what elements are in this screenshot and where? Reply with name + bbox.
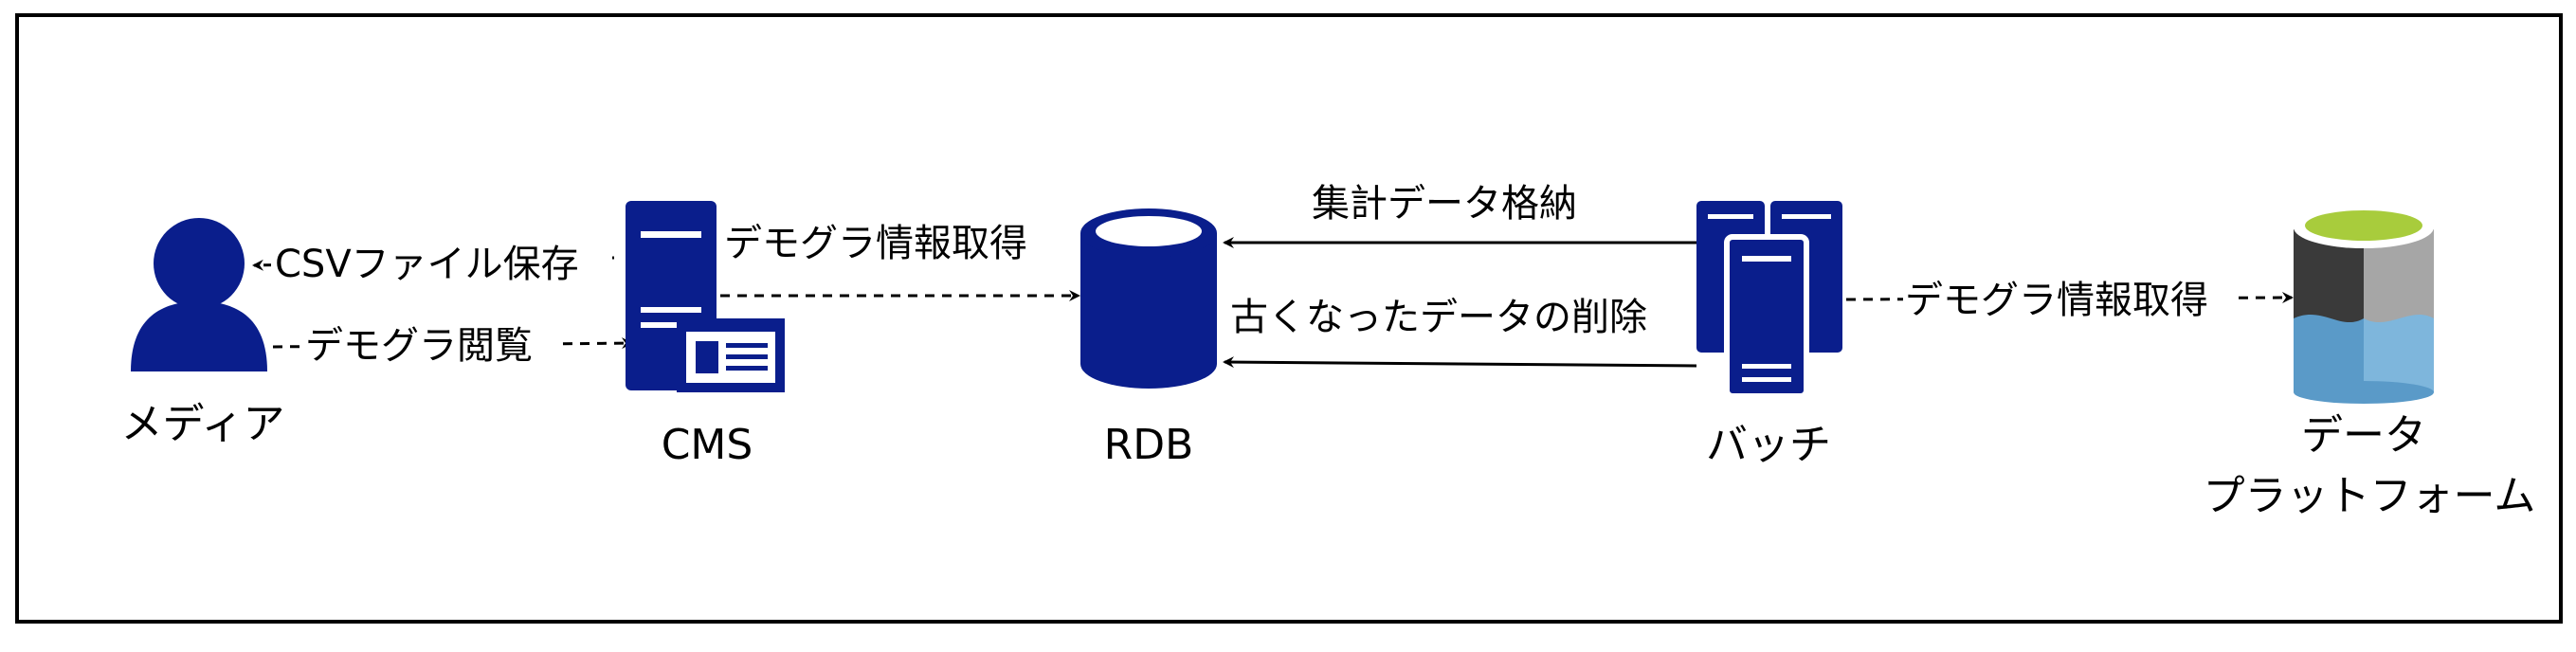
edge-label-delete-old: 古くなったデータの削除: [1230, 296, 1647, 339]
edge-label-demog-view: デモグラ閲覧: [305, 324, 533, 368]
node-label-platform-line2: プラットフォーム: [2204, 472, 2536, 520]
node-label-cms: CMS: [662, 421, 753, 469]
server-with-window-icon: [626, 201, 785, 392]
server-cluster-icon: [1696, 201, 1842, 399]
node-label-platform-line1: データ: [2301, 411, 2426, 460]
data-lake-icon: [2294, 207, 2434, 404]
diagram-frame: [15, 13, 2563, 624]
node-label-rdb: RDB: [1104, 421, 1194, 469]
node-label-batch: バッチ: [1706, 421, 1831, 469]
node-label-media: メディア: [121, 400, 285, 448]
database-cylinder-icon: [1080, 208, 1217, 389]
edge-label-batch-demog-get: デモグラ情報取得: [1905, 279, 2208, 322]
edge-label-cms-demog-get: デモグラ情報取得: [724, 222, 1027, 265]
edge-label-csv-save: CSVファイル保存: [275, 243, 579, 286]
user-icon: [131, 218, 267, 371]
edge-label-aggregate-store: 集計データ格納: [1312, 182, 1577, 226]
edge-delete-old: [1223, 356, 1697, 369]
